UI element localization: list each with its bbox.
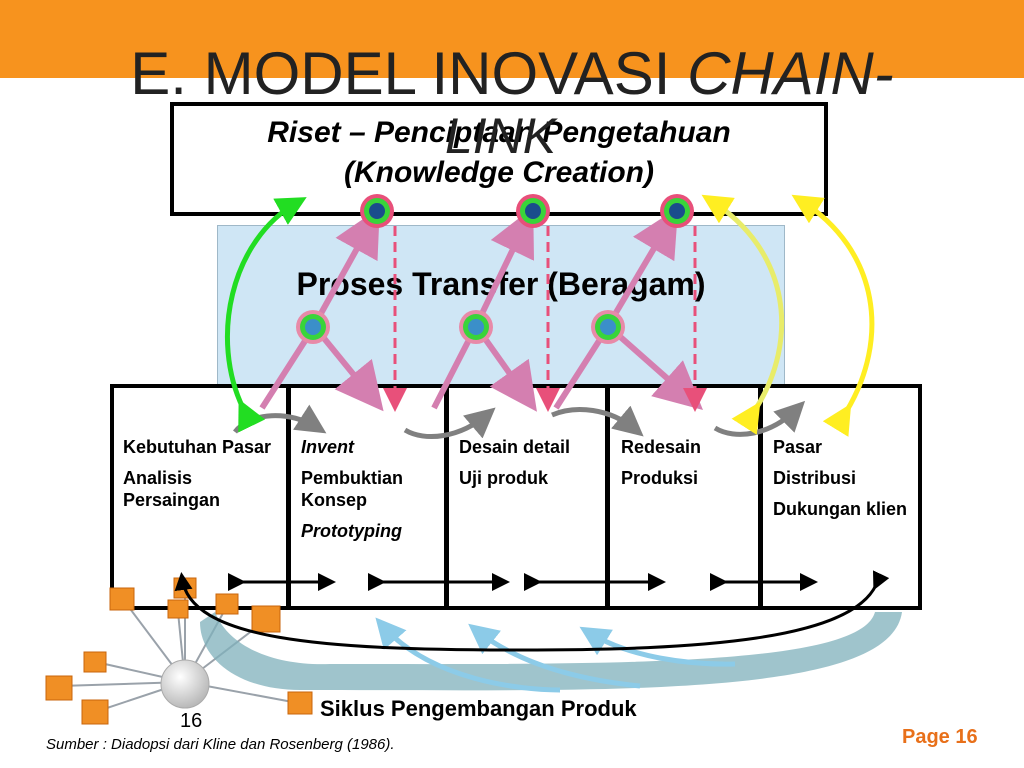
stage-divider — [605, 384, 610, 610]
research-title: Riset – Penciptaan Pengetahuan — [267, 116, 731, 149]
stage-line: Kebutuhan Pasar — [123, 437, 272, 457]
cycle-return-arrow — [468, 623, 641, 689]
stage-divider — [286, 384, 291, 610]
chain-link-arrow — [553, 328, 609, 410]
stage-line: Dukungan klien — [773, 499, 908, 519]
stage-divider — [758, 384, 763, 610]
stage-line: Redesain — [621, 437, 702, 457]
stage-line: Pasar — [773, 437, 823, 457]
cycle-return-arrow — [579, 626, 736, 667]
stage-flow-arrow — [713, 400, 806, 437]
research-box: Riset – Penciptaan Pengetahuan (Knowledg… — [170, 102, 828, 216]
title-text: E. MODEL INOVASI — [130, 40, 688, 107]
slide-number: 16 — [180, 710, 203, 732]
left-feedback-arrow — [224, 197, 307, 433]
knowledge-node — [516, 194, 550, 228]
stage-divider — [444, 384, 449, 610]
stage-market: Pasar Distribusi Dukungan klien — [773, 436, 913, 529]
stage-line: Pembuktian Konsep — [301, 468, 404, 510]
stage-flow-arrow — [551, 405, 644, 437]
knowledge-node — [360, 194, 394, 228]
cycle-return-large-arrow — [200, 612, 902, 691]
source-citation: Sumber : Diadopsi dari Kline dan Rosenbe… — [46, 736, 395, 753]
chain-link-arrow — [606, 323, 703, 410]
stage-line: Distribusi — [773, 468, 857, 488]
stage-redesign: Redesain Produksi — [621, 436, 756, 498]
title-italic-continuation: LINK — [445, 108, 557, 164]
research-subtitle: (Knowledge Creation) — [343, 156, 654, 189]
stage-line: Desain detail — [459, 437, 571, 457]
stage-flow-arrow — [233, 404, 327, 434]
right-feedback-arrow — [791, 194, 875, 437]
header-bar — [0, 0, 1024, 78]
slide-title: E. MODEL INOVASI CHAIN- LINK — [0, 40, 1024, 164]
stage-invent: Invent Pembuktian Konsep Prototyping — [301, 436, 441, 551]
chain-link-arrow — [473, 207, 535, 328]
stage-line: Produksi — [621, 468, 699, 488]
transfer-node — [591, 310, 625, 344]
chain-link-arrow — [431, 328, 477, 410]
transfer-node — [296, 310, 330, 344]
stage-line: Invent — [301, 437, 355, 457]
stage-market-needs: Kebutuhan Pasar Analisis Persaingan — [123, 436, 278, 520]
knowledge-node — [660, 194, 694, 228]
stage-detail-design: Desain detail Uji produk — [459, 436, 604, 498]
cycle-caption: Siklus Pengembangan Produk — [320, 696, 637, 721]
stage-line: Prototyping — [301, 521, 402, 541]
cycle-return-arrow — [375, 617, 561, 693]
stage-line: Uji produk — [459, 468, 548, 488]
transfer-node — [459, 310, 493, 344]
orange-cube-network-icon — [45, 577, 313, 725]
feedback-loop-arrow — [174, 570, 890, 652]
right-feedback-arrow — [701, 194, 785, 435]
stage-flow-arrow — [403, 407, 496, 439]
page-label: Page 16 — [902, 726, 978, 748]
stage-line: Analisis Persaingan — [123, 468, 221, 510]
chain-link-arrow — [311, 207, 380, 328]
title-italic-text: CHAIN- — [687, 40, 894, 107]
chain-link-arrow — [605, 207, 679, 328]
